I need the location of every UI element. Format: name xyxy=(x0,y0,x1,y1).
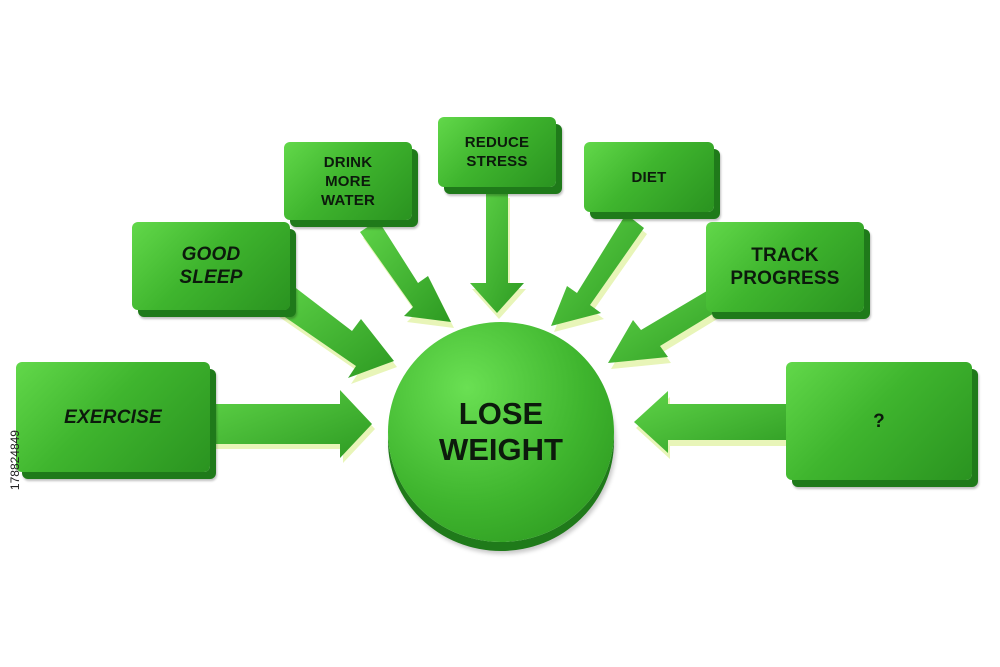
node-track-progress: TRACK PROGRESS xyxy=(706,222,864,312)
node-good-sleep: GOOD SLEEP xyxy=(132,222,290,310)
arrow-reduce-stress xyxy=(470,192,526,319)
node-label: EXERCISE xyxy=(64,406,162,428)
node-exercise: EXERCISE xyxy=(16,362,210,472)
arrow-good-sleep xyxy=(266,282,397,384)
node-label: DRINK MORE WATER xyxy=(320,153,376,209)
node-label: TRACK PROGRESS xyxy=(730,245,840,289)
center-label: LOSE WEIGHT xyxy=(439,396,563,467)
arrow-unknown xyxy=(634,391,807,459)
node-unknown: ? xyxy=(786,362,972,480)
node-reduce-stress: REDUCE STRESS xyxy=(438,117,556,187)
node-label: ? xyxy=(873,410,885,432)
node-label: DIET xyxy=(631,168,667,186)
node-label: REDUCE STRESS xyxy=(464,134,530,170)
arrow-exercise xyxy=(200,390,375,463)
node-drink-more-water: DRINK MORE WATER xyxy=(284,142,412,220)
node-label: GOOD SLEEP xyxy=(179,244,243,288)
stock-id-watermark: 178824849 xyxy=(8,430,22,491)
center-node-lose-weight: LOSE WEIGHT xyxy=(388,322,614,542)
arrow-diet xyxy=(551,214,647,332)
node-diet: DIET xyxy=(584,142,714,212)
arrow-drink-more-water xyxy=(360,220,454,328)
arrow-track-progress xyxy=(608,282,737,369)
